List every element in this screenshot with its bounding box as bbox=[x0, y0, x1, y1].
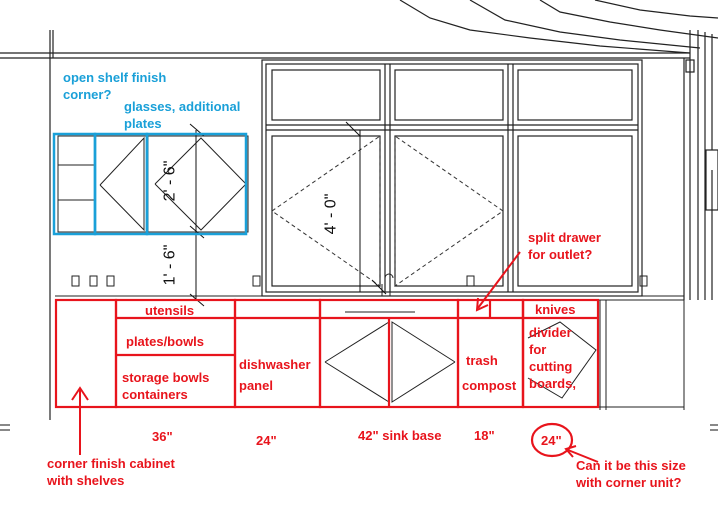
trash-label: trash bbox=[466, 353, 498, 368]
open-shelf-box bbox=[52, 132, 97, 236]
blue-markup bbox=[52, 132, 248, 236]
width-sink: 42" sink base bbox=[358, 428, 442, 443]
width-18: 18" bbox=[474, 428, 495, 443]
size-circle bbox=[530, 422, 574, 458]
red-arrows bbox=[71, 251, 599, 463]
corner-cabinet-box bbox=[54, 298, 118, 409]
width-24: 24" bbox=[256, 433, 277, 448]
red-markup bbox=[54, 298, 600, 458]
upper-height-dim: 2' - 6" bbox=[161, 160, 179, 202]
glasses-label: glasses, additional plates bbox=[124, 99, 241, 131]
dimension-lines bbox=[0, 121, 718, 431]
width-36: 36" bbox=[152, 429, 173, 444]
upper-cabinets bbox=[57, 135, 249, 233]
roof-structure bbox=[0, 0, 718, 420]
corner-cabinet-label: corner finish cabinet with shelves bbox=[47, 456, 175, 488]
width-24-circled: 24" bbox=[541, 433, 562, 448]
can-it-be-label: Can it be this size with corner unit? bbox=[576, 458, 686, 490]
utensils-label: utensils bbox=[145, 303, 195, 318]
knives-label: knives bbox=[535, 302, 576, 317]
glasses-box bbox=[93, 132, 149, 236]
divider-label: divider for cutting boards, bbox=[529, 325, 576, 391]
window-swing-dashes bbox=[271, 135, 504, 287]
storage-label: storage bowls containers bbox=[122, 370, 210, 402]
plates-bowls-label: plates/bowls bbox=[126, 334, 205, 349]
gap-height-dim: 1' - 6" bbox=[161, 244, 179, 286]
dishwasher-label: dishwasher panel bbox=[239, 357, 311, 393]
split-drawer-label: split drawer for outlet? bbox=[528, 230, 601, 262]
size-arrow bbox=[567, 449, 599, 463]
open-shelf-label: open shelf finish corner? bbox=[63, 70, 167, 102]
compost-label: compost bbox=[462, 378, 517, 393]
upper-glass-box bbox=[145, 132, 248, 236]
window-height-dim: 4' - 0" bbox=[322, 193, 340, 235]
outlets bbox=[71, 275, 648, 287]
split-drawer-arrow bbox=[477, 251, 521, 309]
